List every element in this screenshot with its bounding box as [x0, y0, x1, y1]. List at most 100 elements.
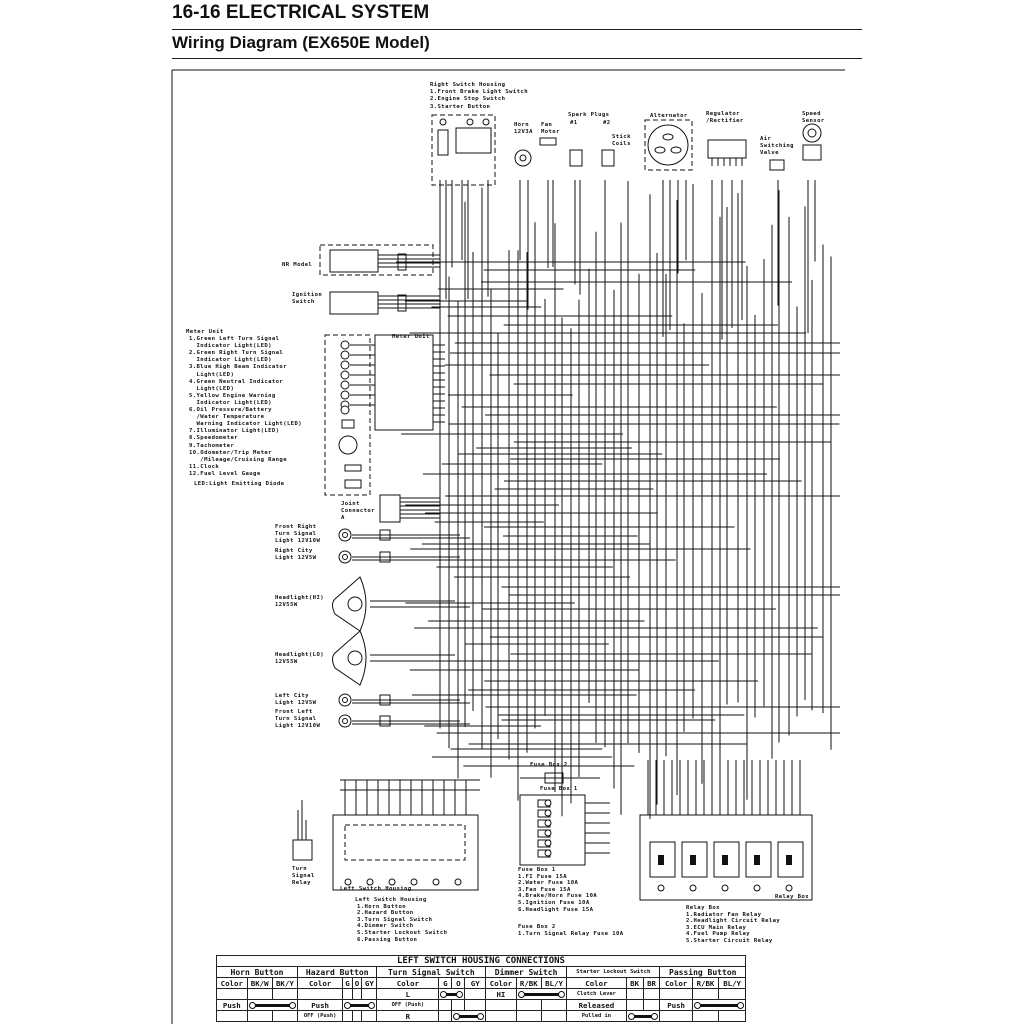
relay-icon: [745, 841, 772, 878]
ignition-switch-table: [329, 291, 379, 315]
screw-icon: [439, 118, 447, 126]
joint-connector-icon: [379, 494, 401, 523]
table-cell: [464, 999, 487, 1011]
table-cell: [625, 999, 644, 1011]
table-cell: [351, 1010, 363, 1022]
column-header: G: [438, 977, 453, 989]
regulator-label: Regulator /Rectifier: [706, 111, 744, 125]
legend-item: 5.Starter Lockout Switch: [357, 929, 448, 936]
table-cell: [485, 999, 517, 1011]
screw-icon: [657, 884, 665, 892]
table-cell: [451, 999, 466, 1011]
ignition-switch-label: Ignition Switch: [292, 292, 323, 306]
regulator-rectifier-icon: [707, 139, 747, 159]
connection-cell: [691, 999, 747, 1011]
connection-bar: [517, 990, 566, 998]
connection-cell: [342, 999, 378, 1011]
screw-icon: [482, 118, 490, 126]
legend-item: 8.Speedometer: [189, 435, 238, 442]
column-header: BL/Y: [718, 977, 746, 989]
nr-model-box: [319, 244, 434, 276]
relay-box-label: Relay Box: [775, 894, 809, 900]
fuse-box-1-label: Fuse Box 1: [540, 786, 578, 792]
speed-sensor-label: Speed Sensor: [802, 111, 825, 125]
headlight-bulb-icon: [347, 596, 363, 612]
right-switch-housing: [431, 114, 496, 186]
table-cell: [438, 1010, 453, 1022]
bulb-filament: [342, 697, 348, 703]
relay-icon: [649, 841, 676, 878]
plug-1-label: #1: [570, 120, 578, 126]
group-header: Starter Lockout Switch: [566, 966, 661, 978]
table-cell: [515, 1010, 542, 1022]
legend-item: 3.ECU Main Relay: [686, 924, 747, 931]
speedometer-icon: [338, 435, 358, 455]
headlight-icon: [332, 576, 367, 632]
legend-item: 1.Front Brake Light Switch: [430, 89, 528, 96]
connection-cell: [246, 999, 298, 1011]
legend-item: 2.Green Right Turn Signal: [189, 350, 284, 357]
connection-bar: [344, 1001, 376, 1009]
fuse-box-2-icon: [544, 772, 564, 784]
meter-unit-box: [374, 334, 434, 431]
table-cell: [296, 988, 344, 1000]
relay-coil: [786, 855, 792, 865]
legend-item: 7.Illuminator Light(LED): [189, 428, 280, 435]
legend-item: Indicator Light(LED): [189, 399, 272, 406]
table-cell: [361, 988, 378, 1000]
meter-unit-box-label: Meter Unit: [392, 334, 430, 340]
spark-plug-1-coil: [569, 149, 583, 167]
connection-bar: [440, 990, 464, 998]
indicator-led-icon: [340, 350, 350, 360]
table-cell: [342, 988, 353, 1000]
legend-item: 12.Fuel Level Gauge: [189, 470, 261, 477]
column-header: Color: [376, 977, 440, 989]
front-right-turn-label: Front Right Turn Signal Light 12V10W: [275, 524, 321, 545]
speed-sensor-core: [807, 128, 817, 138]
connection-bar: [627, 1012, 659, 1020]
column-header: GY: [361, 977, 378, 989]
indicator-led-icon: [340, 390, 350, 400]
legend-item: 1.FI Fuse 15A: [518, 873, 567, 880]
fuse-terminal: [544, 819, 552, 827]
column-header: Color: [216, 977, 248, 989]
table-cell: [216, 988, 248, 1000]
horn-center: [519, 154, 527, 162]
fuse-terminal: [544, 849, 552, 857]
table-cell: [642, 988, 661, 1000]
spark-plugs-label: Spark Plugs: [568, 112, 610, 118]
connection-bar: [693, 1001, 745, 1009]
connection-cell: [515, 988, 568, 1000]
indicator-led-icon: [340, 380, 350, 390]
legend-item: 1.Green Left Turn Signal: [189, 336, 280, 343]
indicator-led-icon: [340, 370, 350, 380]
left-switch-contacts: [344, 824, 466, 861]
fuse-terminal: [544, 829, 552, 837]
relay-icon: [777, 841, 804, 878]
connector: [397, 253, 407, 271]
legend-item: /Mileage/Cruising Range: [189, 456, 287, 463]
legend-item: 4.Brake/Horn Fuse 10A: [518, 893, 598, 900]
relay-icon: [681, 841, 708, 878]
screw-icon: [454, 878, 462, 886]
legend-item: 6.Passing Button: [357, 936, 418, 943]
joint-connector-label: Joint Connector A: [341, 501, 375, 522]
fuse-terminal: [544, 799, 552, 807]
group-header: Horn Button: [216, 966, 298, 978]
relay-coil: [722, 855, 728, 865]
alternator-icon: [647, 124, 689, 166]
column-header: O: [351, 977, 363, 989]
column-header: BK/W: [246, 977, 273, 989]
screw-icon: [466, 118, 474, 126]
table-cell: [515, 999, 542, 1011]
headlight-lo-label: Headlight(LO) 12V55W: [275, 652, 324, 666]
table-cell: L: [376, 988, 440, 1000]
table-cell: [342, 1010, 353, 1022]
column-header: BK: [625, 977, 644, 989]
legend-item: Light(LED): [189, 371, 235, 378]
